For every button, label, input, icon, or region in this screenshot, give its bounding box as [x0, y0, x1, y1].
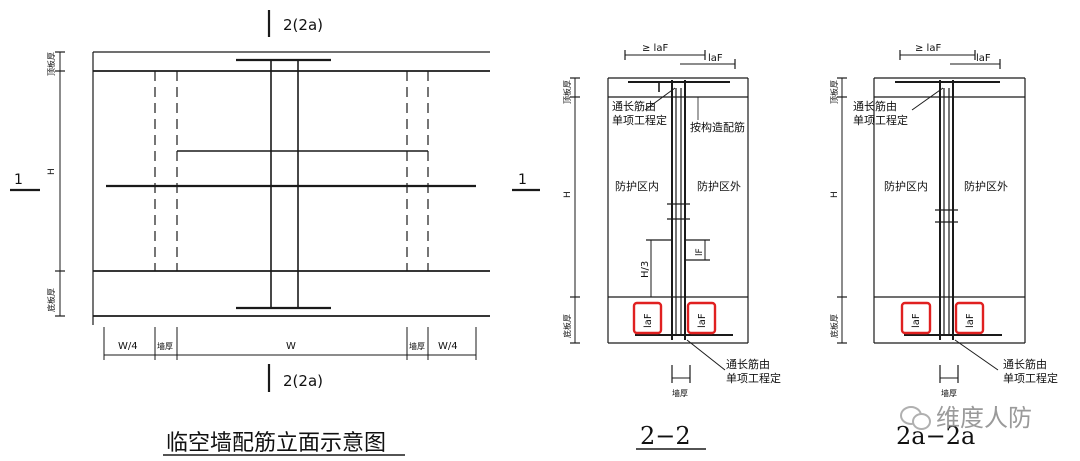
cut-label-left: 1	[14, 172, 23, 188]
s22-note-bottom-2: 单项工程定	[726, 371, 781, 385]
watermark-text: 维度人防	[936, 404, 1032, 432]
label-height: H	[47, 168, 57, 175]
dim-label-w4-right: W/4	[438, 341, 458, 352]
label-top-slab: 顶板厚	[46, 52, 56, 76]
s22-label-bottom-slab: 底板厚	[562, 314, 572, 338]
s22-laf-right: laF	[697, 313, 708, 328]
s2a-label-height: H	[830, 191, 840, 198]
s22-laf-left: laF	[643, 313, 654, 328]
s2a-label-bottom-slab: 底板厚	[829, 314, 839, 338]
s22-outside: 防护区外	[697, 179, 741, 193]
section-2a-2a	[837, 50, 1026, 383]
s2a-dim-top-a: ≥ laF	[915, 43, 941, 54]
s2a-note-bottom-2: 单项工程定	[1003, 371, 1058, 385]
section-2-2	[570, 50, 749, 383]
s22-laf-left-highlight	[632, 301, 663, 335]
s2a-note-bottom-1: 通长筋由	[1003, 357, 1047, 371]
section-2-2-labels: ≥ laF laF 顶板厚 底板厚 H 通长筋由 单项工程定 按构造配筋 防护区…	[562, 43, 781, 450]
section-ref-bottom: 2(2a)	[283, 372, 323, 390]
s22-inside: 防护区内	[615, 179, 659, 193]
s2a-note-top-2: 单项工程定	[853, 113, 908, 127]
s2a-laf-right-highlight	[954, 301, 985, 335]
elevation-view	[10, 10, 540, 392]
label-bottom-slab: 底板厚	[46, 288, 56, 312]
s22-label-top-slab: 顶板厚	[562, 80, 572, 104]
dashed-columns	[154, 71, 429, 271]
s22-note-construct: 按构造配筋	[690, 120, 745, 134]
s2a-dim-top-b: laF	[976, 53, 991, 64]
s22-dim-top-a: ≥ laF	[642, 43, 668, 54]
s2a-laf-left-highlight	[900, 301, 932, 335]
s2a-inside: 防护区内	[884, 179, 928, 193]
dim-label-wall-right: 墙厚	[409, 341, 425, 351]
s22-caption: 2−2	[640, 422, 691, 450]
s22-lf: lF	[695, 248, 705, 256]
s2a-laf-left: laF	[911, 313, 922, 328]
s22-h3: H/3	[640, 261, 651, 278]
s22-dim-top-b: laF	[708, 53, 723, 64]
s22-label-height: H	[563, 191, 573, 198]
s2a-label-top-slab: 顶板厚	[829, 80, 839, 104]
wechat-icon	[900, 404, 931, 430]
s2a-note-top-1: 通长筋由	[853, 99, 897, 113]
s2a-wall: 墙厚	[941, 388, 957, 398]
s2a-outside: 防护区外	[964, 179, 1008, 193]
section-2a-highlights	[900, 301, 985, 335]
section-2-2-highlights	[632, 301, 717, 335]
s2a-laf-right: laF	[965, 313, 976, 328]
dim-label-w4-left: W/4	[118, 341, 138, 352]
dim-label-w: W	[286, 341, 296, 352]
s22-note-top-2: 单项工程定	[612, 113, 667, 127]
watermark: 维度人防	[900, 398, 1032, 433]
cut-label-right: 1	[518, 172, 527, 188]
s22-note-bottom-1: 通长筋由	[726, 357, 770, 371]
section-2a-labels: ≥ laF laF 顶板厚 底板厚 H 通长筋由 单项工程定 防护区内 防护区外…	[829, 43, 1058, 450]
elevation-caption: 临空墙配筋立面示意图	[166, 431, 386, 456]
section-ref-top: 2(2a)	[283, 16, 323, 34]
dim-label-wall-left: 墙厚	[157, 341, 173, 351]
elevation-labels: 2(2a) 2(2a) 1 1 顶板厚 底板厚 H W/4 墙厚 W 墙厚 W/…	[14, 16, 527, 456]
s22-laf-right-highlight	[686, 301, 717, 335]
s2a-caption: 2a−2a	[896, 422, 975, 450]
s22-wall: 墙厚	[672, 388, 688, 398]
s22-note-top-1: 通长筋由	[612, 99, 656, 113]
